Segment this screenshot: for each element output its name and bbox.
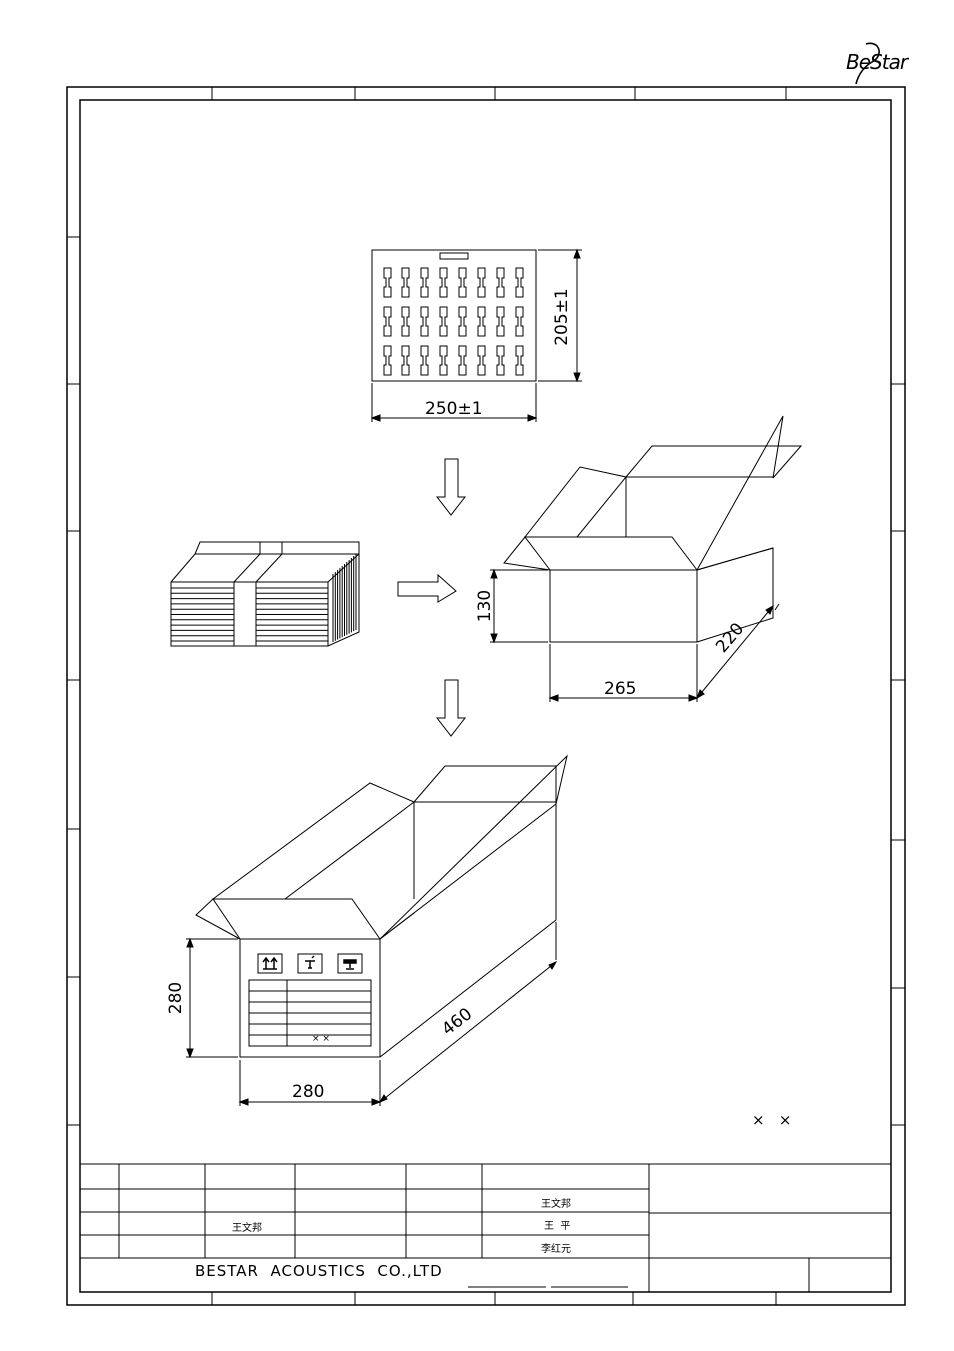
outer-carton [186, 754, 568, 1106]
tray-cavity [401, 306, 410, 337]
title-block-designer: 王文邦 [541, 1199, 571, 1210]
tray-cavity [439, 345, 448, 376]
tray-width-dimension: 250±1 [425, 399, 483, 419]
tray-drawing [370, 248, 582, 422]
process-arrows [397, 458, 467, 737]
tray-cavity [401, 345, 410, 376]
inner-box-height-dimension: 130 [475, 589, 496, 623]
tray-cavity [458, 345, 467, 376]
tray-cavity [401, 267, 410, 298]
tray-stack [170, 541, 360, 647]
outer-box-height-dimension: 280 [166, 981, 187, 1015]
tray-cavity [420, 306, 429, 337]
title-block-approved-by: 李红元 [541, 1244, 571, 1255]
tray-cavity [515, 306, 524, 337]
inner-frame [79, 99, 892, 1293]
frame-ticks [67, 87, 905, 1305]
inner-box-length-dimension: 265 [604, 679, 637, 699]
tray-height-dimension: 205±1 [551, 288, 572, 346]
tray-cavity [515, 267, 524, 298]
title-block-checked-by: 王 平 [544, 1221, 571, 1232]
tray-cavity [439, 306, 448, 337]
notes-marks: × × [752, 1111, 792, 1129]
tray-cavity [477, 345, 486, 376]
tray-cavity [477, 267, 486, 298]
tray-cavity [420, 345, 429, 376]
tray-cavity [458, 306, 467, 337]
title-block [80, 1163, 891, 1292]
tray-cavity [383, 267, 392, 298]
bestar-logo [855, 42, 880, 85]
inner-carton [490, 415, 803, 702]
tray-cavity [420, 267, 429, 298]
company-logo: BeStar [846, 50, 908, 74]
tray-cavity [496, 306, 505, 337]
tray-cavity [458, 267, 467, 298]
outer-frame [66, 86, 906, 1306]
outer-box-width-dimension: 280 [292, 1082, 325, 1102]
title-block-drawn-by: 王文邦 [232, 1223, 262, 1234]
tray-cavity [496, 267, 505, 298]
tray-cavity [477, 306, 486, 337]
company-name: BESTAR ACOUSTICS CO.,LTD [195, 1262, 443, 1280]
tray-cavity [383, 306, 392, 337]
tray-cavity [515, 345, 524, 376]
tray-cavity [383, 345, 392, 376]
tray-cavity [496, 345, 505, 376]
tray-cavity [439, 267, 448, 298]
carton-label-marks: × × [312, 1034, 330, 1044]
